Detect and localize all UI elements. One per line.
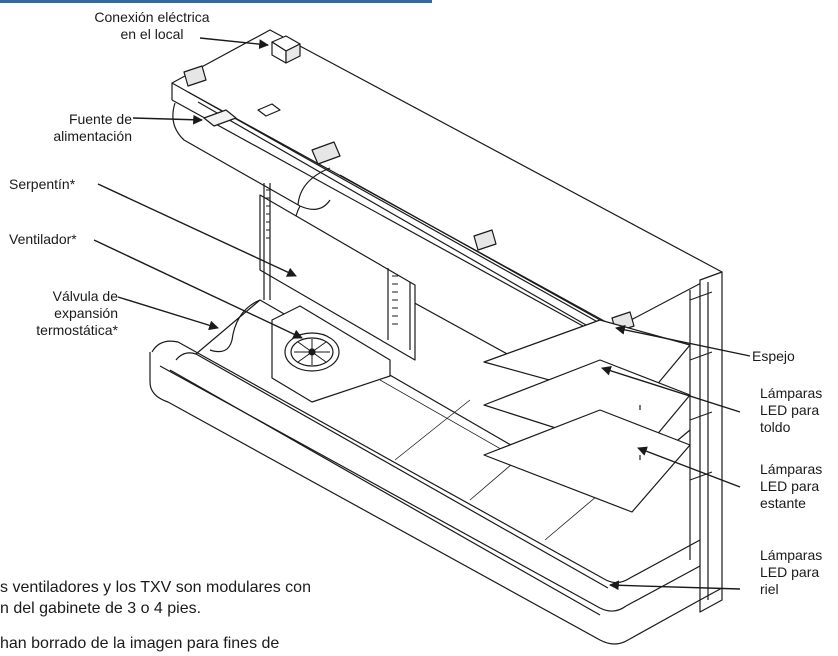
label-valvula-expansion: Válvula de expansión termostática* — [36, 288, 118, 338]
fan-assembly — [271, 305, 391, 403]
leader-espejo — [615, 325, 751, 357]
leader-ventilador — [93, 239, 303, 339]
label-lamparas-riel: Lámparas LED para riel — [760, 547, 823, 597]
leader-conexion — [199, 37, 269, 49]
electrical-box — [271, 35, 301, 64]
leader-riel — [609, 580, 741, 591]
label-ventilador: Ventilador* — [9, 231, 77, 247]
leader-serpentin — [97, 183, 297, 277]
end-frame — [699, 271, 723, 613]
footnote-line-2: n del gabinete de 3 o 4 pies. — [0, 600, 202, 617]
label-conexion-electrica: Conexión eléctrica en el local — [94, 9, 210, 42]
leader-valvula — [117, 296, 219, 331]
leader-fuente — [132, 114, 203, 125]
label-lamparas-toldo: Lámparas LED para toldo — [760, 385, 823, 435]
footnote-line-1: s ventiladores y los TXV son modulares c… — [0, 579, 311, 596]
header-accent-bar — [0, 0, 432, 3]
leader-lines — [93, 37, 751, 591]
footnote-line-3: han borrado de la imagen para fines de — [0, 635, 280, 652]
label-espejo: Espejo — [752, 348, 795, 364]
case-drawing — [149, 29, 723, 645]
label-fuente-alimentacion: Fuente de alimentación — [53, 111, 132, 144]
label-serpentin: Serpentín* — [9, 176, 76, 192]
front-bumper — [149, 352, 723, 645]
shelf-3 — [483, 409, 691, 513]
power-supply — [203, 109, 237, 127]
leader-toldo — [601, 366, 741, 413]
leader-estante — [637, 446, 741, 488]
coil-panel — [259, 194, 416, 361]
label-lamparas-estante: Lámparas LED para estante — [760, 461, 823, 511]
